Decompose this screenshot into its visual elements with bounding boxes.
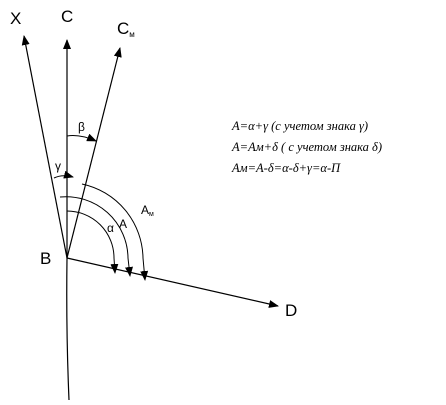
label-cm: Cм [117, 19, 135, 39]
formula-line: Aм=A-δ=α-δ+γ=α-П [232, 161, 341, 175]
label-b: B [40, 249, 51, 268]
alpha-arc [66, 210, 119, 274]
formula-block: A=α+γ (с учетом знака γ) A=Aм+δ ( с учет… [232, 116, 446, 179]
am-arc [81, 183, 149, 281]
label-x: X [10, 9, 21, 28]
axis-line-x [21, 35, 68, 259]
label-gamma: γ [55, 159, 61, 173]
label-am-main: A [141, 203, 149, 217]
label-am: Aм [141, 203, 154, 218]
gamma-arc [53, 170, 74, 179]
label-am-sub: м [149, 211, 154, 218]
formula-line: A=Aм+δ ( с учетом знака δ) [232, 140, 383, 154]
label-c: C [61, 7, 73, 26]
label-cm-sub: м [129, 30, 135, 39]
a-arc [59, 196, 133, 277]
direction-line-bd [66, 257, 279, 308]
label-beta: β [78, 120, 85, 134]
magnetic-meridian-line-cm [66, 47, 122, 259]
beta-arc [66, 133, 97, 142]
label-d: D [285, 301, 297, 320]
label-cm-main: C [117, 19, 129, 38]
label-a: A [119, 217, 127, 231]
label-alpha: α [107, 221, 114, 235]
meridian-line-c [63, 39, 71, 401]
formula-line: A=α+γ (с учетом знака γ) [232, 119, 369, 133]
